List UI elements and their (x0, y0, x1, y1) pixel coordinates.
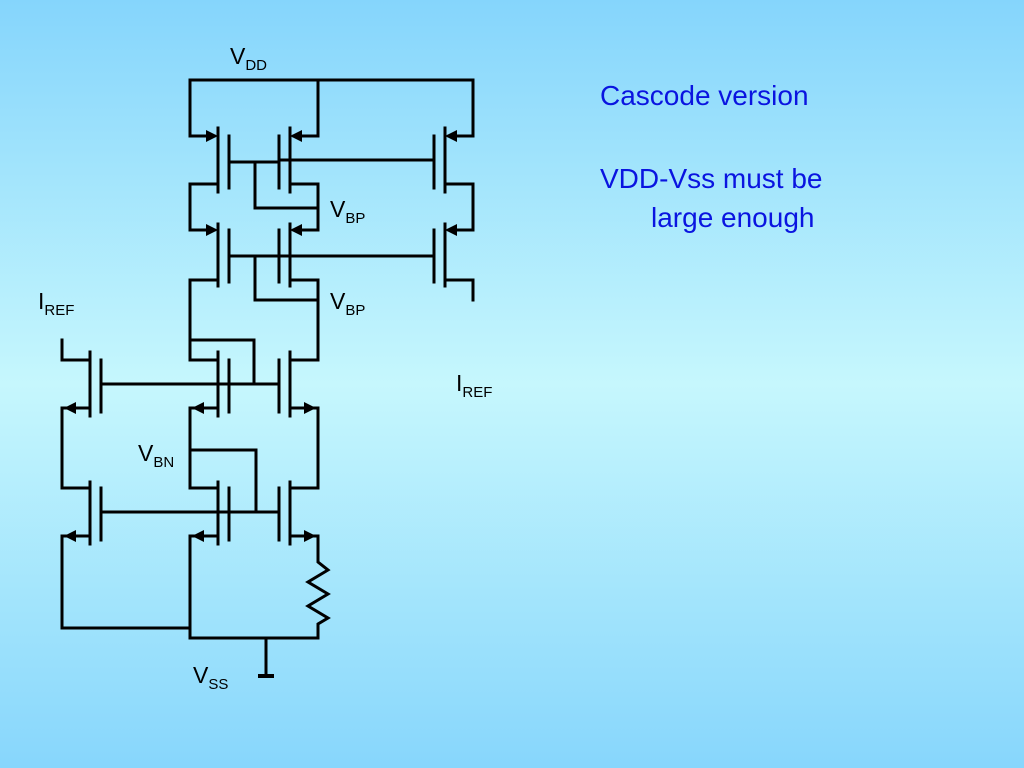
note-line1: VDD-Vss must be (600, 163, 823, 194)
pmos-cascode-right (277, 222, 475, 302)
iref-right-label-main: I (456, 370, 463, 396)
arrow-pmos-2 (290, 130, 302, 142)
vbp-lower-label: VBP (330, 288, 366, 319)
iref-right-label-sub: REF (462, 384, 493, 401)
vbp-lower-label-main: V (330, 288, 346, 314)
nmos-lower-right (277, 480, 320, 558)
arrow-pmos-3 (445, 130, 457, 142)
arrow-nmos-2 (192, 402, 204, 414)
iref-left-label-sub: REF (44, 302, 75, 319)
arrow-pmos-1 (206, 130, 218, 142)
pmos-cascode-mid (253, 222, 320, 304)
pmos-top-left (188, 126, 257, 232)
arrow-nmos-6 (304, 530, 316, 542)
pmos-cascode-left (188, 222, 257, 342)
vdd-label-sub: DD (245, 57, 268, 74)
vss-label-main: V (193, 662, 209, 688)
vdd-label: VDD (230, 43, 268, 74)
vss-rail (188, 626, 320, 640)
arrow-pmos-4 (206, 224, 218, 236)
resistor (305, 554, 331, 630)
pmos-top-mid (253, 126, 320, 232)
vss-label: VSS (193, 662, 229, 693)
nmos-lower-mid (188, 448, 231, 640)
arrow-nmos-5 (192, 530, 204, 542)
arrow-pmos-5 (290, 224, 302, 236)
nmos-upper-left (60, 338, 103, 452)
vdd-label-main: V (230, 43, 246, 69)
vbp-upper-label-sub: BP (345, 210, 366, 227)
iref-left-label: IREF (38, 288, 75, 319)
iref-right-label: IREF (456, 370, 493, 401)
nmos-upper-right (277, 350, 320, 490)
arrow-nmos-3 (304, 402, 316, 414)
vbn-label: VBN (138, 440, 175, 471)
arrow-pmos-6 (445, 224, 457, 236)
pmos-top-gate-tie (253, 160, 320, 210)
pmos-cascode-gate-tie (253, 254, 320, 302)
note-line2: large enough (651, 202, 815, 233)
ground-icon (258, 674, 274, 678)
nmos-upper-mid (188, 338, 231, 452)
arrow-nmos-4 (64, 530, 76, 542)
vbp-upper-label-main: V (330, 196, 346, 222)
vbp-lower-label-sub: BP (345, 302, 366, 319)
pmos-top-right (277, 126, 475, 232)
note-title: Cascode version (600, 80, 809, 111)
vbp-upper-label: VBP (330, 196, 366, 227)
vbn-label-sub: BN (153, 454, 175, 471)
left-branch-wire (188, 338, 256, 386)
nmos-lower-left (60, 448, 192, 630)
vss-label-sub: SS (208, 676, 229, 693)
vbn-label-main: V (138, 440, 154, 466)
iref-left-label-main: I (38, 288, 45, 314)
vbn-gate-tie (188, 448, 258, 514)
arrow-nmos-1 (64, 402, 76, 414)
